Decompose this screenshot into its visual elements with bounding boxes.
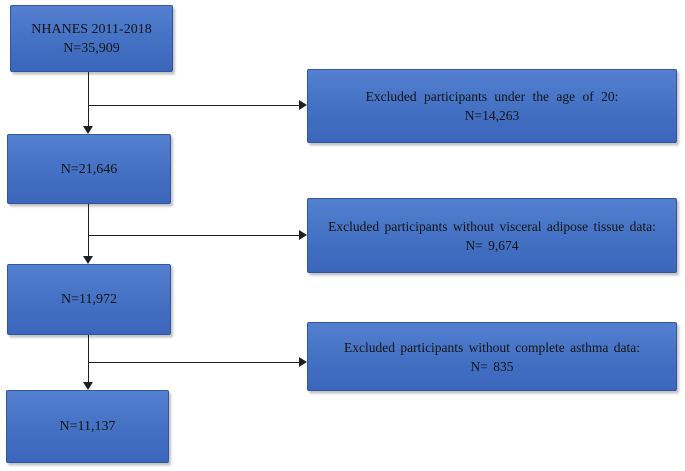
arrowhead-down-icon — [83, 126, 94, 134]
node-count: N=35,909 — [63, 40, 120, 56]
node-after-age-exclusion: N=21,646 — [7, 134, 171, 204]
connector-line-vertical-1 — [87, 72, 89, 127]
node-excluded-under-age-20: Excluded participants under the age of 2… — [307, 69, 677, 143]
node-excluded-no-vat-data: Excluded participants without visceral a… — [307, 198, 677, 273]
node-title: NHANES 2011-2018 — [31, 21, 152, 37]
connector-line-horizontal-3 — [88, 361, 299, 363]
node-count: N=11,137 — [59, 419, 116, 434]
exclusion-text: Excluded participants without complete a… — [343, 339, 641, 355]
connector-line-vertical-2 — [87, 204, 89, 257]
node-excluded-no-asthma-data: Excluded participants without complete a… — [307, 322, 677, 391]
connector-line-vertical-3 — [87, 335, 89, 383]
connector-line-horizontal-1 — [88, 104, 299, 106]
node-count: N=11,972 — [61, 292, 117, 307]
connector-line-horizontal-2 — [88, 234, 299, 236]
arrowhead-right-icon — [299, 100, 307, 111]
arrowhead-right-icon — [299, 230, 307, 241]
node-count: N=21,646 — [60, 161, 118, 177]
node-nhanes-cohort: NHANES 2011-2018 N=35,909 — [10, 5, 173, 72]
arrowhead-down-icon — [83, 256, 94, 264]
exclusion-text: Excluded participants under the age of 2… — [365, 89, 619, 104]
arrowhead-right-icon — [299, 357, 307, 368]
exclusion-text: Excluded participants without visceral a… — [328, 218, 656, 234]
node-after-vat-exclusion: N=11,972 — [7, 264, 171, 335]
exclusion-count: N= 9,674 — [465, 237, 519, 253]
arrowhead-down-icon — [83, 382, 94, 390]
exclusion-count: N=14,263 — [464, 108, 520, 123]
node-final-sample: N=11,137 — [6, 390, 169, 463]
exclusion-count: N= 835 — [470, 358, 514, 374]
